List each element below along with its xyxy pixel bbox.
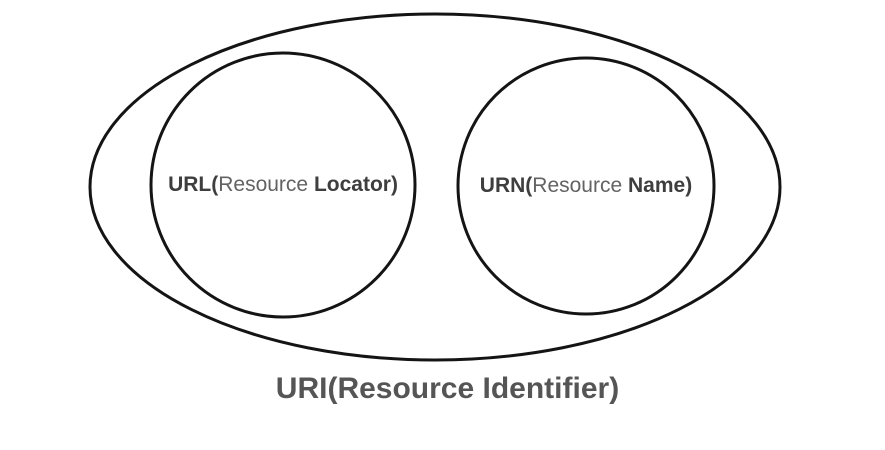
urn-label-middle: Resource [532, 174, 628, 197]
urn-circle-label: URN(Resource Name) [458, 173, 714, 198]
uri-outer-label: URI(Resource Identifier) [275, 372, 620, 405]
url-label-middle: Resource [218, 173, 314, 196]
url-label-suffix: Locator) [313, 173, 398, 196]
urn-circle [456, 56, 716, 316]
urn-label-suffix: Name) [628, 174, 693, 197]
url-circle-label: URL(Resource Locator) [151, 172, 415, 197]
uri-outer-ellipse [88, 12, 782, 362]
urn-label-prefix: URN( [479, 174, 533, 197]
url-circle [149, 51, 417, 319]
url-label-prefix: URL( [168, 173, 219, 196]
